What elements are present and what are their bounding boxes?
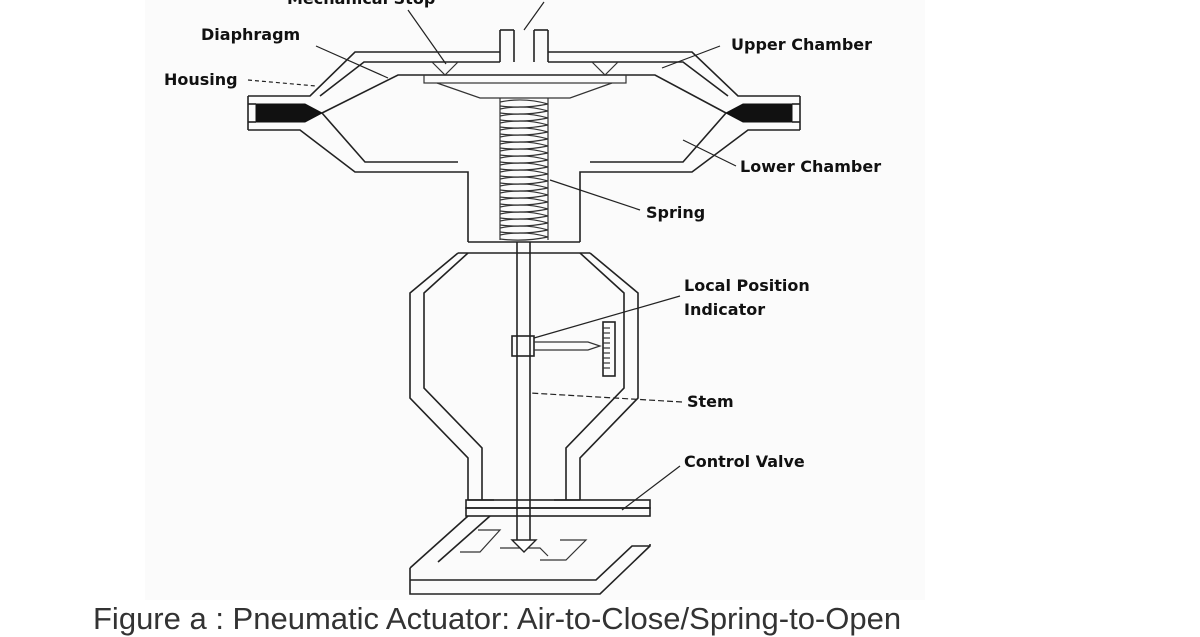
spring-coil [499,141,549,150]
spring-coil [499,218,549,227]
spring-coil [499,211,549,220]
label-housing: Housing [164,70,238,89]
spring-coil [499,204,549,213]
flange-seal-right [724,103,800,123]
lower-housing [248,82,800,243]
label-local-position: Local Position [684,276,810,295]
spring-coil [499,120,549,129]
spring-coil [499,127,549,136]
label-mechanical-stop: Mechanical Stop [287,0,435,8]
label-stem: Stem [687,392,734,411]
figure-caption: Figure a : Pneumatic Actuator: Air-to-Cl… [93,601,902,636]
label-upper-chamber: Upper Chamber [731,35,872,54]
spring-coil [499,183,549,192]
spring-coil [499,197,549,206]
stem [516,242,531,540]
label-spring: Spring [646,203,705,222]
label-lower-chamber: Lower Chamber [740,157,881,176]
spring-coil [499,232,549,241]
spring-coil [499,148,549,157]
spring-coil [499,155,549,164]
flange-seal-left [248,103,324,123]
spring [499,98,549,241]
spring-coil [499,106,549,115]
label-diaphragm: Diaphragm [201,25,300,44]
air-inlet-pipe [499,29,549,62]
spring-coil [499,190,549,199]
spring-coil [499,176,549,185]
label-indicator: Indicator [684,300,765,319]
spring-coil [499,134,549,143]
local-position-indicator [511,321,616,377]
yoke [409,252,639,501]
spring-coil [499,99,549,108]
labels: Mechanical Stop Diaphragm Housing Upper … [164,0,881,471]
upper-housing [247,51,801,130]
spring-coil [499,162,549,171]
label-control-valve: Control Valve [684,452,805,471]
mechanical-stop [431,61,619,76]
spring-coil [499,113,549,122]
leader-lines [247,1,737,511]
control-valve-body [409,499,651,595]
diaphragm [321,74,727,114]
spring-coil [499,225,549,234]
spring-coil [499,169,549,178]
